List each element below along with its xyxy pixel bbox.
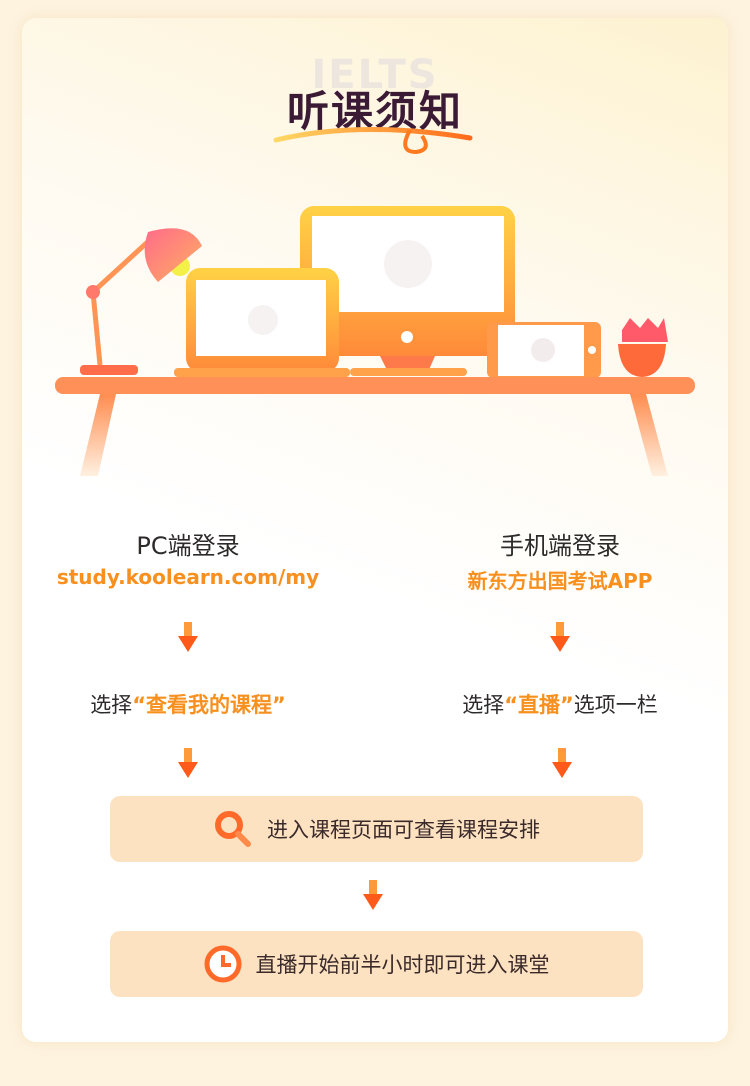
clock-icon [204,945,241,983]
desk-top [55,377,695,394]
ielts-watermark: IELTS [311,52,439,98]
plant-pot [618,318,668,377]
pc-step-text: 选择“查看我的课程” [90,693,286,717]
search-icon [215,811,251,847]
step-text: 直播开始前半小时即可进入课堂 [255,953,550,977]
pc-login-url[interactable]: study.koolearn.com/my [56,565,320,589]
monitor [300,206,515,376]
arrow-down-icon [550,622,570,652]
mobile-step-text: 选择“直播”选项一栏 [462,693,658,717]
pc-login-heading: PC端登录 [136,532,240,560]
title-underline-decoration [273,126,473,155]
step-view-schedule: 进入课程页面可查看课程安排 [110,796,643,862]
laptop [174,268,350,377]
desk-lamp [80,228,202,375]
notice-card [22,18,728,1042]
arrow-down-icon [363,880,383,910]
step-enter-class: 直播开始前半小时即可进入课堂 [110,931,643,997]
phone [487,322,601,378]
step-text: 进入课程页面可查看课程安排 [267,818,540,842]
arrow-down-icon [178,622,198,652]
mobile-login-heading: 手机端登录 [500,532,620,560]
arrow-down-icon [178,748,198,778]
mobile-app-name: 新东方出国考试APP [467,569,653,593]
desk-illustration [55,206,695,476]
arrow-down-icon [552,748,572,778]
